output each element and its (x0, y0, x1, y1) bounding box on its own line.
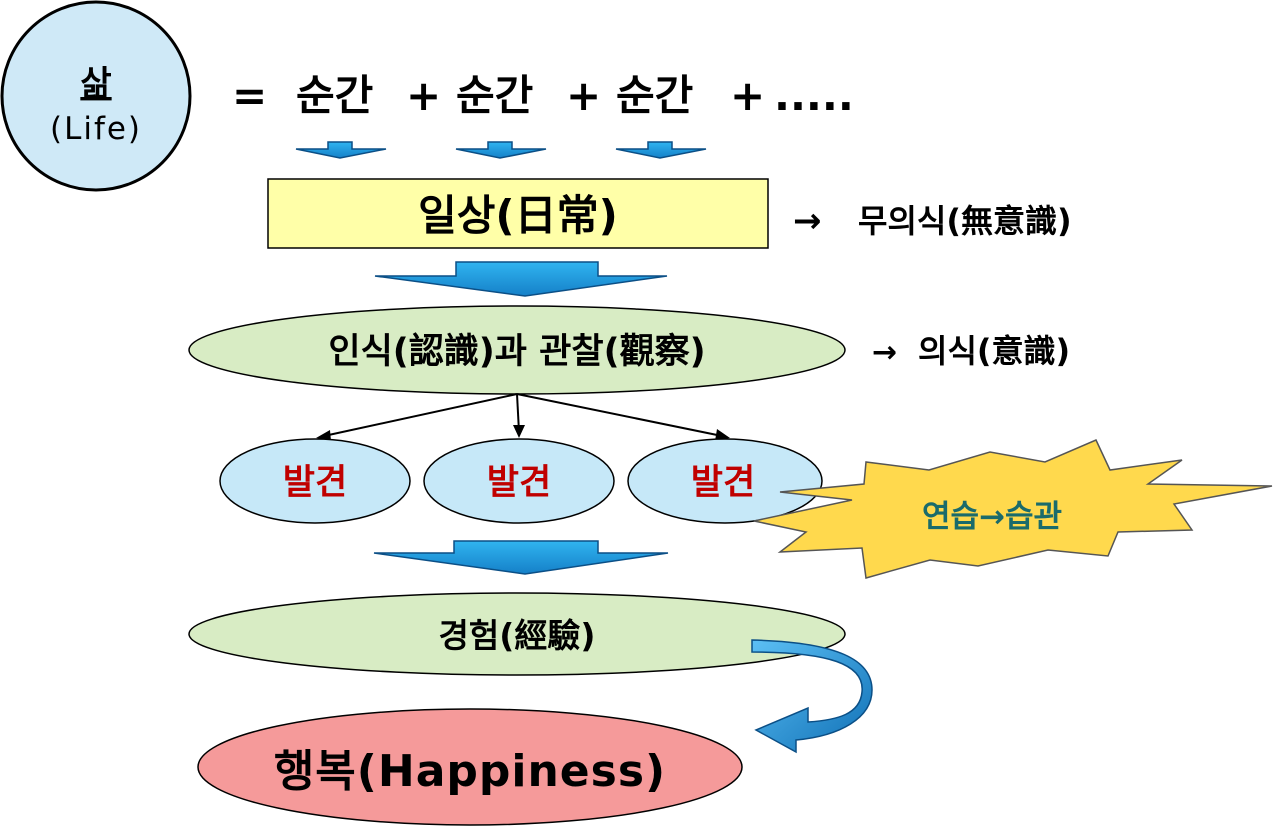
moment-3: 순간 (616, 71, 693, 120)
life-circle (0, 0, 192, 192)
ellipsis: ..... (774, 71, 854, 120)
plus-1: + (406, 71, 441, 120)
daily-node: 일상(日常) (267, 178, 769, 249)
happiness-label: 행복(Happiness) (274, 746, 666, 797)
burst-shape (753, 439, 1273, 579)
daily-label: 일상(日常) (418, 191, 618, 240)
life-title: 삶 (80, 64, 111, 104)
perception-note: 의식(意識) (918, 332, 1070, 370)
experience-label: 경험(經驗) (439, 616, 596, 655)
arrowhead-middle (513, 425, 525, 438)
perception-arrow: → (872, 335, 897, 370)
discovery-ellipse-1 (219, 438, 411, 524)
small-down-arrow-2 (455, 141, 547, 159)
connector-arrowheads (316, 425, 730, 441)
arrowhead-right (715, 429, 730, 441)
arrowhead-left (316, 430, 331, 441)
discovery-ellipse-3 (627, 438, 823, 524)
equals-sign: = (232, 71, 267, 120)
discovery-ellipse-2 (423, 438, 615, 524)
discovery-label-3: 발견 (691, 463, 755, 503)
curved-arrow (751, 639, 873, 754)
moment-2: 순간 (456, 71, 533, 120)
plus-2: + (566, 71, 601, 120)
small-down-arrow-1 (295, 141, 387, 159)
daily-arrow: → (793, 201, 822, 241)
perception-label: 인식(認識)과 관찰(觀察) (328, 332, 705, 372)
life-subtitle: (Life) (50, 111, 142, 147)
perception-node: 인식(認識)과 관찰(觀察) (188, 305, 846, 395)
connector-left (323, 393, 518, 437)
daily-box (267, 178, 769, 249)
burst-label: 연습→습관 (922, 499, 1062, 535)
plus-3: + (730, 71, 765, 120)
discovery-label-2: 발견 (487, 463, 551, 503)
moment-arrows (295, 141, 707, 159)
discovery-label-1: 발견 (283, 463, 347, 503)
daily-note: 무의식(無意識) (858, 202, 1072, 240)
big-down-arrow-2 (373, 540, 669, 575)
life-node: 삶 (Life) (0, 0, 192, 192)
moment-1: 순간 (296, 71, 373, 120)
branch-connectors (323, 393, 723, 437)
curved-arrow-shape (751, 639, 873, 754)
experience-ellipse (188, 592, 846, 676)
connector-right (516, 393, 723, 437)
experience-node: 경험(經驗) (188, 592, 846, 676)
small-down-arrow-3 (615, 141, 707, 159)
big-down-arrow-1 (374, 261, 668, 297)
practice-burst: 연습→습관 (753, 439, 1273, 579)
happiness-node: 행복(Happiness) (197, 708, 743, 826)
happiness-ellipse (197, 708, 743, 826)
moment-equation: = 순간 + 순간 + 순간 + ..... (232, 71, 854, 120)
discovery-nodes: 발견 발견 발견 (219, 438, 823, 524)
